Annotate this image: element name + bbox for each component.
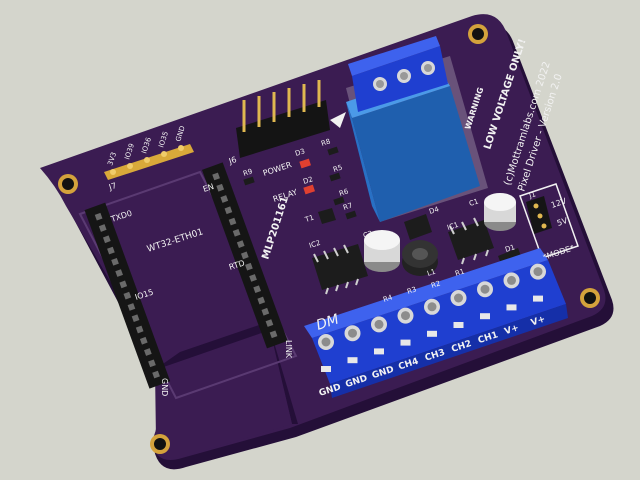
terminal-opening <box>480 313 490 320</box>
ref-l1: L1 <box>426 268 436 278</box>
header-pin <box>253 285 261 294</box>
label-d2: D2 <box>302 175 314 186</box>
terminal-bottom <box>304 248 568 398</box>
ref-ic1: IC1 <box>446 221 459 232</box>
header-pin <box>94 212 103 221</box>
terminal-opening <box>453 322 464 328</box>
inductor-l1 <box>402 240 438 276</box>
terminal-screw-head <box>321 337 331 347</box>
header-pin <box>111 257 119 266</box>
header-pin <box>236 240 245 248</box>
ref-r9: R9 <box>242 167 253 177</box>
header-pin <box>107 246 115 255</box>
terminal-opening <box>533 295 543 302</box>
header-pin <box>152 370 160 379</box>
diode-d4 <box>404 214 432 240</box>
header-pin <box>245 262 253 271</box>
terminal-opening <box>506 304 517 311</box>
terminal-screw-head <box>374 319 384 329</box>
header-pin <box>261 307 270 316</box>
header-pin <box>127 303 136 311</box>
terminal-opening <box>321 366 331 372</box>
terminal-top <box>348 36 448 112</box>
label-d3: D3 <box>294 147 306 158</box>
ref-c1: C1 <box>468 197 479 207</box>
header-pin <box>220 195 229 203</box>
header-pin <box>102 235 111 244</box>
ref-r6: R6 <box>338 187 350 198</box>
ref-c2: C2 <box>362 229 373 239</box>
header-left <box>84 202 171 389</box>
terminal-label: V+ <box>530 314 547 328</box>
header-pin <box>139 336 148 345</box>
header-pin <box>216 183 225 192</box>
ref-t1: T1 <box>303 214 315 225</box>
header-pin <box>224 206 233 215</box>
terminal-screw-head <box>480 284 490 294</box>
header-pin <box>240 251 249 260</box>
label-gnd-side: GND <box>160 378 169 396</box>
header-pin <box>265 319 274 327</box>
ref-r3: R3 <box>406 285 417 295</box>
header-pin <box>119 280 128 289</box>
terminal-screw-head <box>533 267 543 277</box>
ref-d4: D4 <box>428 205 440 216</box>
header-pin <box>98 224 107 232</box>
header-j7 <box>104 144 194 180</box>
header-pin <box>269 330 278 339</box>
terminal-opening <box>400 339 411 346</box>
terminal-screw-head <box>454 293 463 303</box>
terminal-label: V+ <box>503 323 520 337</box>
header-pin <box>135 325 144 334</box>
header-pin <box>228 217 237 226</box>
header-j6 <box>236 80 346 158</box>
ref-r4: R4 <box>382 293 394 304</box>
terminal-screw-head <box>507 275 516 285</box>
ref-r1: R1 <box>454 267 465 277</box>
header-middle <box>202 162 288 349</box>
logo-mark: DM <box>314 312 341 334</box>
pin1-marker-icon <box>330 112 346 128</box>
transistor-t1 <box>318 208 336 224</box>
ref-r5: R5 <box>332 163 343 173</box>
terminal-opening <box>374 348 384 355</box>
mounting-holes <box>58 24 600 454</box>
ic1 <box>448 217 494 265</box>
label-j6: J6 <box>227 155 238 166</box>
terminal-screw-head <box>401 311 410 321</box>
ic2 <box>312 244 368 295</box>
ref-ic2: IC2 <box>308 239 321 250</box>
label-link: LINK <box>284 340 293 359</box>
ref-d1: D1 <box>504 243 516 254</box>
label-j7: J7 <box>107 181 118 192</box>
board-tab <box>155 330 292 458</box>
terminal-screw-head <box>427 302 437 312</box>
capacitor-c1 <box>484 193 516 231</box>
terminal-screw-head <box>348 328 357 338</box>
header-pin <box>131 314 140 323</box>
mode-switch[interactable] <box>519 183 579 259</box>
header-pin <box>148 359 156 368</box>
ref-r7: R7 <box>342 201 353 211</box>
ref-r8: R8 <box>320 137 331 147</box>
header-pin <box>249 274 257 282</box>
header-pin <box>123 291 132 300</box>
mode-ref: J1 <box>527 190 537 200</box>
terminal-opening <box>427 330 437 337</box>
terminal-opening <box>347 357 358 364</box>
ref-r2: R2 <box>430 279 441 289</box>
label-en: EN <box>202 182 215 194</box>
mode-low: 5V <box>556 216 569 228</box>
header-pin <box>232 228 241 237</box>
header-pin <box>257 296 266 305</box>
header-pin <box>144 348 152 356</box>
header-pin <box>115 269 123 277</box>
capacitor-c2 <box>364 230 400 272</box>
header-pin <box>212 172 220 181</box>
j7-pin-1: 3V3 <box>106 151 118 167</box>
